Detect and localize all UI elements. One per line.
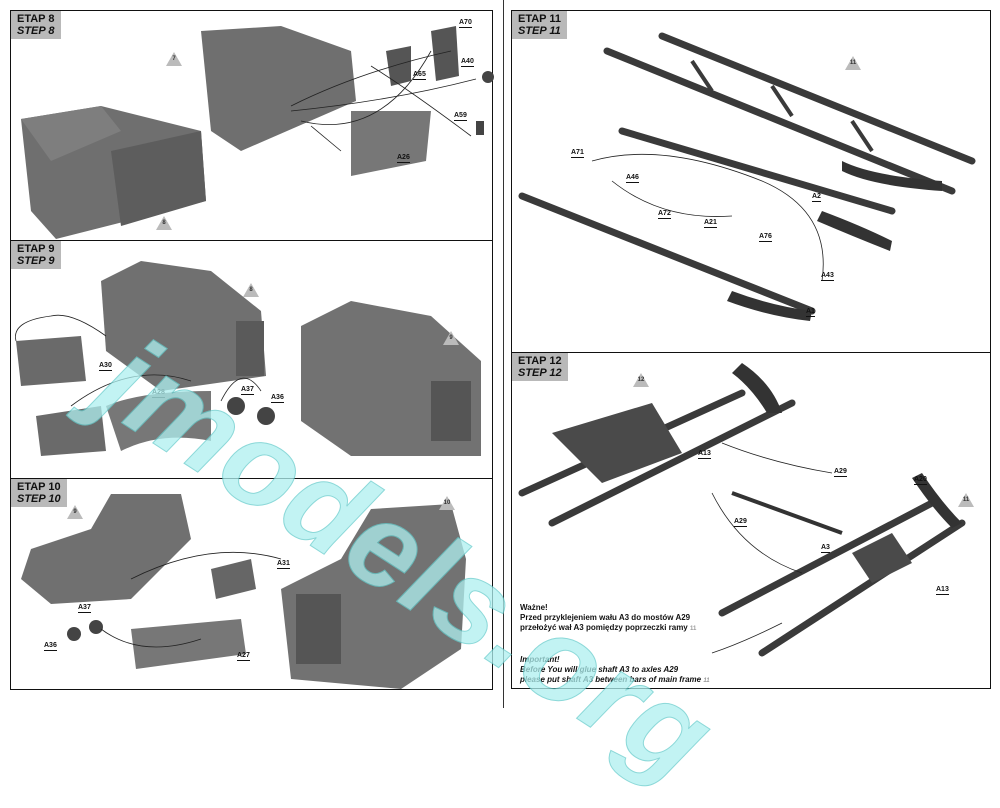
part-label: A37: [78, 604, 91, 613]
note-polish: Ważne! Przed przyklejeniem wału A3 do mo…: [520, 603, 697, 632]
reference-triangle: 12: [633, 373, 649, 387]
part-label: A2: [812, 193, 821, 202]
axle-shaft-illustration: [518, 363, 966, 657]
chassis-frame-illustration: [518, 32, 976, 321]
part-label: A26: [397, 154, 410, 163]
reference-triangle: 9: [443, 331, 459, 345]
hood-assembly-illustration: [15, 261, 481, 456]
part-label: A70: [459, 19, 472, 28]
reference-triangle: 11: [845, 56, 861, 70]
part-label: A27: [237, 652, 250, 661]
part-label: A43: [821, 272, 834, 281]
page-divider: [503, 0, 504, 708]
reference-triangle: 8: [243, 283, 259, 297]
reference-triangle: 8: [156, 216, 172, 230]
part-label: A46: [626, 174, 639, 183]
part-label: A29: [834, 468, 847, 477]
part-label: A29: [734, 518, 747, 527]
part-label: A76: [759, 233, 772, 242]
part-label: A71: [571, 149, 584, 158]
part-label: A13: [936, 586, 949, 595]
part-label: A72: [658, 210, 671, 219]
part-label: A36: [44, 642, 57, 651]
part-label: A59: [454, 112, 467, 121]
part-label: A3: [821, 544, 830, 553]
part-label: A13: [698, 450, 711, 459]
fender-assembly-illustration: [21, 494, 466, 689]
part-label: A40: [461, 58, 474, 67]
part-label: A31: [277, 560, 290, 569]
part-label: A30: [99, 362, 112, 371]
part-label: A28: [152, 389, 165, 398]
reference-triangle: 7: [166, 52, 182, 66]
part-label: A36: [271, 394, 284, 403]
reference-triangle: 9: [67, 505, 83, 519]
cab-assembly-illustration: [21, 26, 494, 239]
part-label: A20: [914, 476, 927, 485]
part-label: A21: [704, 219, 717, 228]
part-label: A65: [413, 71, 426, 80]
part-label: A37: [241, 386, 254, 395]
reference-triangle: 10: [439, 496, 455, 510]
reference-triangle: 11: [958, 493, 974, 507]
part-label: A1: [806, 308, 815, 317]
note-english: Important! Before You will glue shaft A3…: [520, 655, 710, 684]
